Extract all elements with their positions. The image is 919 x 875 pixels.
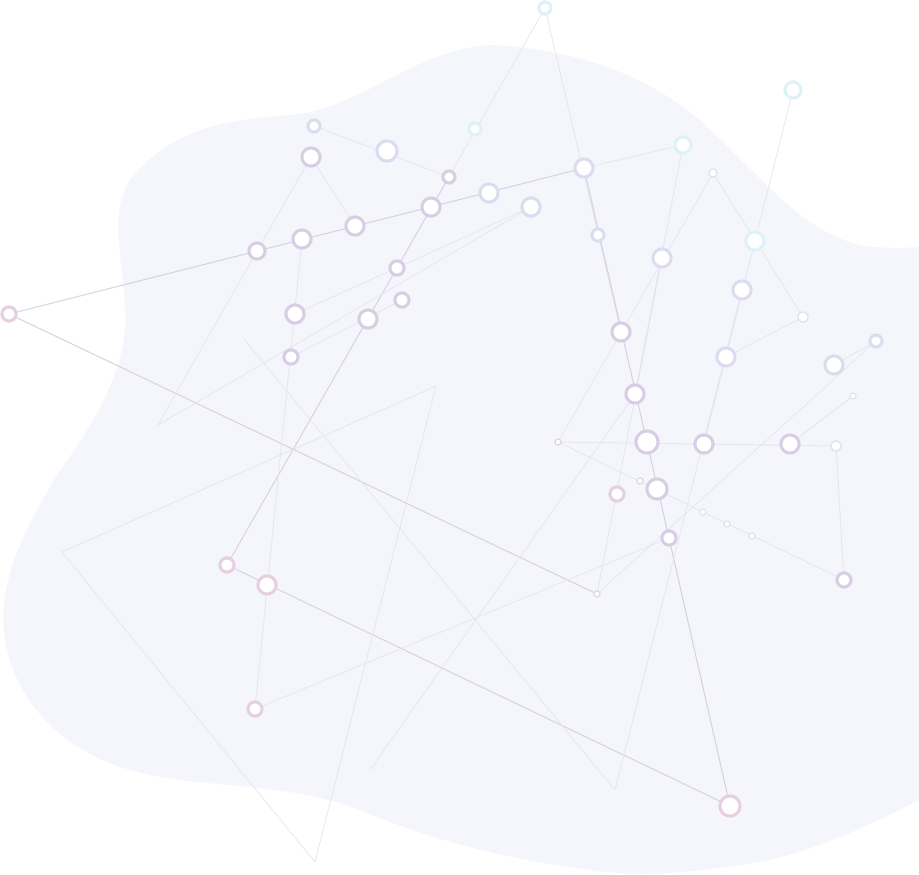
graph-node xyxy=(634,429,660,455)
graph-node xyxy=(247,241,267,261)
graph-node xyxy=(823,354,845,376)
graph-node xyxy=(590,227,606,243)
graph-edge xyxy=(634,144,684,395)
graph-node xyxy=(284,303,306,325)
graph-node xyxy=(673,135,693,155)
graph-node xyxy=(651,247,673,269)
graph-node xyxy=(554,438,562,446)
graph-node xyxy=(0,305,18,323)
graph-edge xyxy=(596,340,877,595)
graph-edge xyxy=(835,445,845,581)
graph-node xyxy=(306,118,322,134)
graph-node xyxy=(420,196,442,218)
graph-node xyxy=(693,433,715,455)
graph-edge xyxy=(314,385,437,863)
graph-node xyxy=(573,157,595,179)
graph-node xyxy=(830,440,842,452)
graph-nodes xyxy=(0,0,884,818)
graph-node xyxy=(478,182,500,204)
graph-node xyxy=(246,700,264,718)
graph-edge xyxy=(157,250,258,426)
graph-node xyxy=(868,333,884,349)
graph-edge xyxy=(61,385,437,553)
graph-node xyxy=(441,169,457,185)
graph-edge xyxy=(703,89,794,445)
graph-edge xyxy=(290,299,403,358)
graph-node xyxy=(537,0,553,16)
graph-node xyxy=(849,392,857,400)
graph-edge xyxy=(596,257,663,595)
graph-node xyxy=(699,508,707,516)
graph-edge xyxy=(226,176,450,566)
graph-node xyxy=(624,383,646,405)
graph-node xyxy=(291,228,313,250)
graph-edge xyxy=(256,156,312,252)
graph-node xyxy=(723,520,731,528)
graph-edge xyxy=(8,313,598,595)
background-blob xyxy=(3,45,919,874)
graph-node xyxy=(797,311,809,323)
graph-node xyxy=(608,485,626,503)
graph-edge xyxy=(725,316,804,358)
graph-node xyxy=(375,139,399,163)
graph-node xyxy=(218,556,236,574)
graph-node xyxy=(636,477,644,485)
graph-node xyxy=(645,477,669,501)
graph-node xyxy=(357,308,379,330)
graph-node xyxy=(783,80,803,100)
graph-node xyxy=(708,168,718,178)
graph-node xyxy=(520,196,542,218)
graph-node xyxy=(715,346,737,368)
graph-node xyxy=(282,348,300,366)
graph-node xyxy=(300,146,322,168)
graph-edge xyxy=(583,144,684,169)
graph-edge xyxy=(668,537,731,807)
graph-edge xyxy=(243,338,616,791)
graph-edge xyxy=(61,551,316,863)
graph-edge xyxy=(310,156,356,227)
graph-node xyxy=(835,571,853,589)
graph-edge xyxy=(789,395,854,445)
graph-node xyxy=(748,532,756,540)
graph-edge xyxy=(226,564,731,807)
graph-node xyxy=(467,121,483,137)
graph-node xyxy=(388,259,406,277)
graph-edge xyxy=(254,537,670,710)
graph-edge xyxy=(557,172,714,443)
graph-node xyxy=(744,230,766,252)
graph-node xyxy=(610,321,632,343)
graph-node xyxy=(344,215,366,237)
graph-edge xyxy=(614,289,743,791)
graph-node xyxy=(731,279,753,301)
graph-node xyxy=(660,529,678,547)
graph-node xyxy=(393,291,411,309)
graph-node xyxy=(256,574,278,596)
graph-node xyxy=(779,433,801,455)
graph-edge xyxy=(157,206,532,426)
graph-edge xyxy=(294,206,532,315)
graph-edge xyxy=(369,393,636,771)
graph-node xyxy=(718,794,742,818)
graph-node xyxy=(593,590,601,598)
